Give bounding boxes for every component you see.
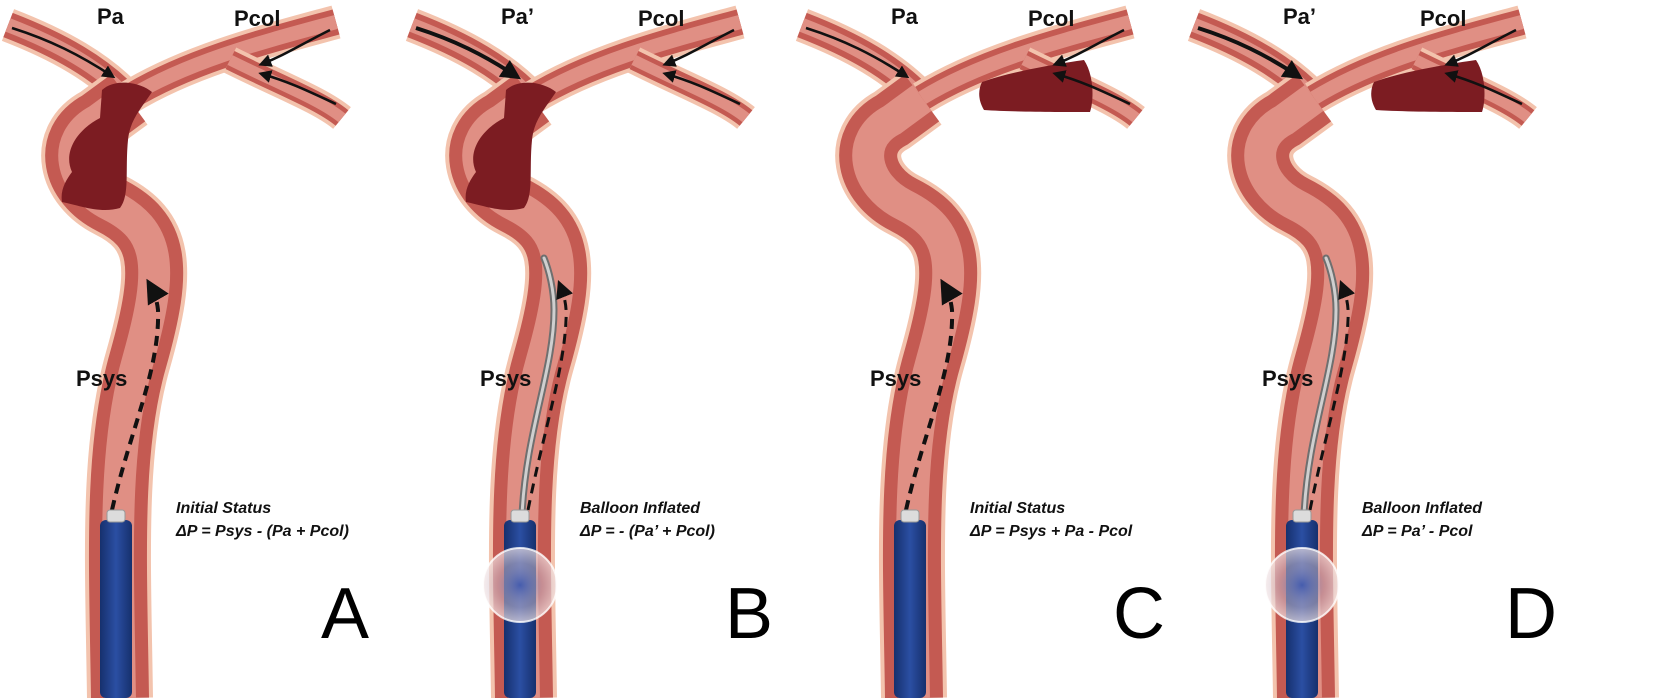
pa-flow-arrow <box>11 26 116 79</box>
panel-letter: A <box>321 574 369 654</box>
pa-flow-arrow <box>805 26 910 79</box>
clot <box>465 82 556 211</box>
pa-flow-arrow <box>415 26 522 80</box>
inflated-balloon <box>1264 547 1340 623</box>
caption-status: Balloon Inflated <box>580 500 701 517</box>
pcol-label: Pcol <box>234 6 280 31</box>
panel-letter: D <box>1505 574 1557 654</box>
pcol-flow-arrow-upper <box>1052 28 1125 67</box>
guide-catheter <box>100 520 132 698</box>
caption-equation: ΔP = Pa’ - Pcol <box>1361 523 1473 540</box>
pa-label: Pa’ <box>1283 4 1316 29</box>
psys-flow-arrow <box>904 278 963 511</box>
catheter-tip <box>510 509 530 523</box>
pa-label: Pa’ <box>501 4 534 29</box>
right-branch-lumen <box>918 15 1132 105</box>
clot <box>61 82 152 211</box>
psys-label: Psys <box>870 366 921 391</box>
psys-label: Psys <box>76 366 127 391</box>
caption-status: Initial Status <box>970 500 1065 517</box>
microcatheter-highlight <box>1302 256 1338 517</box>
pcol-label: Pcol <box>1028 6 1074 31</box>
caption-status: Balloon Inflated <box>1362 500 1483 517</box>
pcol-flow-arrow-lower <box>662 70 741 106</box>
right-branch-lumen <box>528 15 742 105</box>
right-branch-lumen <box>1310 15 1524 105</box>
pa-flow-arrow <box>1197 26 1304 80</box>
psys-flow-arrow <box>1308 279 1356 511</box>
guide-catheter <box>894 520 926 698</box>
catheter-tip <box>106 509 126 523</box>
panel-letter: C <box>1113 574 1165 654</box>
caption-equation: ΔP = - (Pa’ + Pcol) <box>579 523 715 540</box>
inflated-balloon <box>482 547 558 623</box>
pcol-label: Pcol <box>638 6 684 31</box>
catheter-tip <box>1292 509 1312 523</box>
panel-letter: B <box>725 574 773 654</box>
caption-status: Initial Status <box>176 500 271 517</box>
psys-flow-arrow <box>526 279 574 511</box>
right-branch-lumen <box>124 15 338 105</box>
psys-label: Psys <box>480 366 531 391</box>
pa-label: Pa <box>97 4 125 29</box>
pcol-label: Pcol <box>1420 6 1466 31</box>
pcol-flow-arrow-lower <box>258 70 337 106</box>
microcatheter-highlight <box>520 256 556 517</box>
psys-label: Psys <box>1262 366 1313 391</box>
psys-flow-arrow <box>110 278 169 511</box>
collateral-branch-lumen <box>631 55 750 123</box>
collateral-branch-lumen <box>227 55 346 123</box>
pcol-flow-arrow-lower <box>1444 70 1523 106</box>
caption-equation: ΔP = Psys + Pa - Pcol <box>969 523 1133 540</box>
pcol-flow-arrow-upper <box>662 28 735 67</box>
caption-equation: ΔP = Psys - (Pa + Pcol) <box>175 523 349 540</box>
pcol-flow-arrow-upper <box>1444 28 1517 67</box>
pcol-flow-arrow-upper <box>258 28 331 67</box>
catheter-tip <box>900 509 920 523</box>
pa-label: Pa <box>891 4 919 29</box>
pcol-flow-arrow-lower <box>1052 70 1131 106</box>
